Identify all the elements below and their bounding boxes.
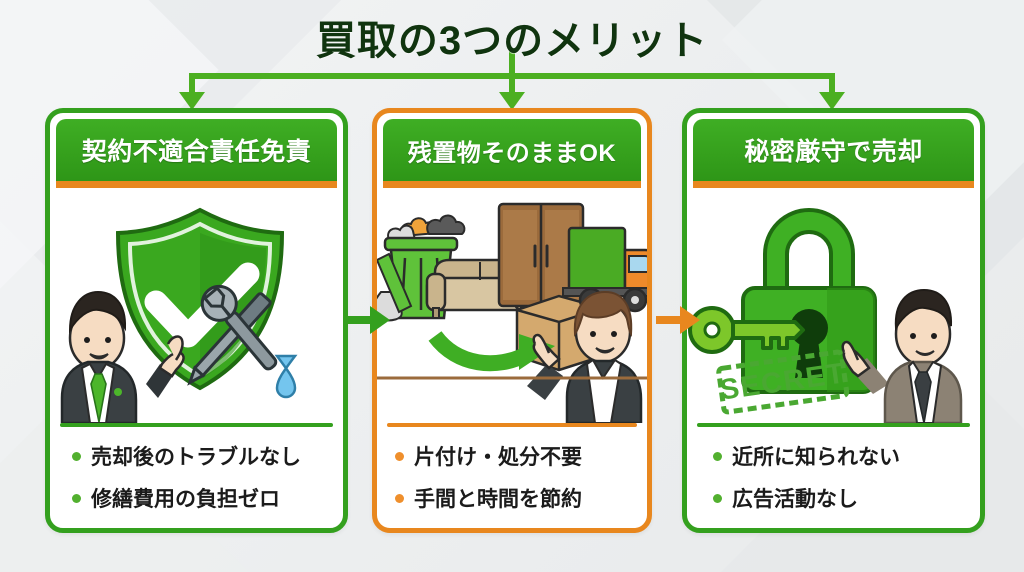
bullet-dot-icon	[72, 493, 81, 503]
card-3-illustration: SECRET	[687, 188, 980, 425]
page-title: 買取の3つのメリット	[315, 19, 709, 63]
furniture-trash-truck-icon	[377, 202, 647, 425]
list-item: 広告活動なし	[713, 483, 980, 513]
list-item: 修繕費用の負担ゼロ	[72, 483, 343, 513]
list-item: 売却後のトラブルなし	[72, 441, 343, 471]
card-confidential-sale[interactable]: 秘密厳守で売却	[682, 108, 985, 533]
padlock-key-secret-icon: SECRET	[688, 208, 963, 425]
card-2-bullet-1: 片付け・処分不要	[414, 446, 582, 469]
shield-check-tools-icon	[60, 207, 298, 425]
bullet-dot-icon	[713, 493, 722, 503]
card-3-bullet-2: 広告活動なし	[732, 488, 858, 511]
list-item: 片付け・処分不要	[395, 441, 647, 471]
card-1-bullet-list: 売却後のトラブルなし 修繕費用の負担ゼロ	[50, 427, 343, 513]
arrow-right-green-icon	[346, 306, 390, 334]
card-1-illustration	[50, 188, 343, 425]
card-contract-liability[interactable]: 契約不適合責任免責	[45, 108, 348, 533]
card-2-bullet-2: 手間と時間を節約	[414, 488, 582, 511]
card-1-heading: 契約不適合責任免責	[81, 138, 312, 166]
list-item: 近所に知られない	[713, 441, 980, 471]
card-2-bullet-list: 片付け・処分不要 手間と時間を節約	[377, 427, 647, 513]
card-1-bullet-1: 売却後のトラブルなし	[91, 446, 301, 469]
bullet-dot-icon	[395, 493, 404, 503]
card-2-header: 残置物そのままOK	[383, 119, 641, 188]
card-2-heading: 残置物そのままOK	[407, 139, 617, 167]
card-3-bullet-1: 近所に知られない	[732, 446, 900, 469]
card-3-header: 秘密厳守で売却	[693, 119, 974, 188]
card-1-header: 契約不適合責任免責	[56, 119, 337, 188]
bullet-dot-icon	[72, 451, 81, 461]
card-2-divider	[387, 423, 637, 427]
card-3-heading: 秘密厳守で売却	[744, 138, 923, 166]
bullet-dot-icon	[713, 451, 722, 461]
card-1-bullet-2: 修繕費用の負担ゼロ	[91, 488, 280, 511]
card-2-illustration	[377, 188, 647, 425]
card-leftover-items[interactable]: 残置物そのままOK	[372, 108, 652, 533]
bullet-dot-icon	[395, 451, 404, 461]
arrow-right-orange-icon	[656, 306, 700, 334]
card-3-bullet-list: 近所に知られない 広告活動なし	[687, 427, 980, 513]
list-item: 手間と時間を節約	[395, 483, 647, 513]
